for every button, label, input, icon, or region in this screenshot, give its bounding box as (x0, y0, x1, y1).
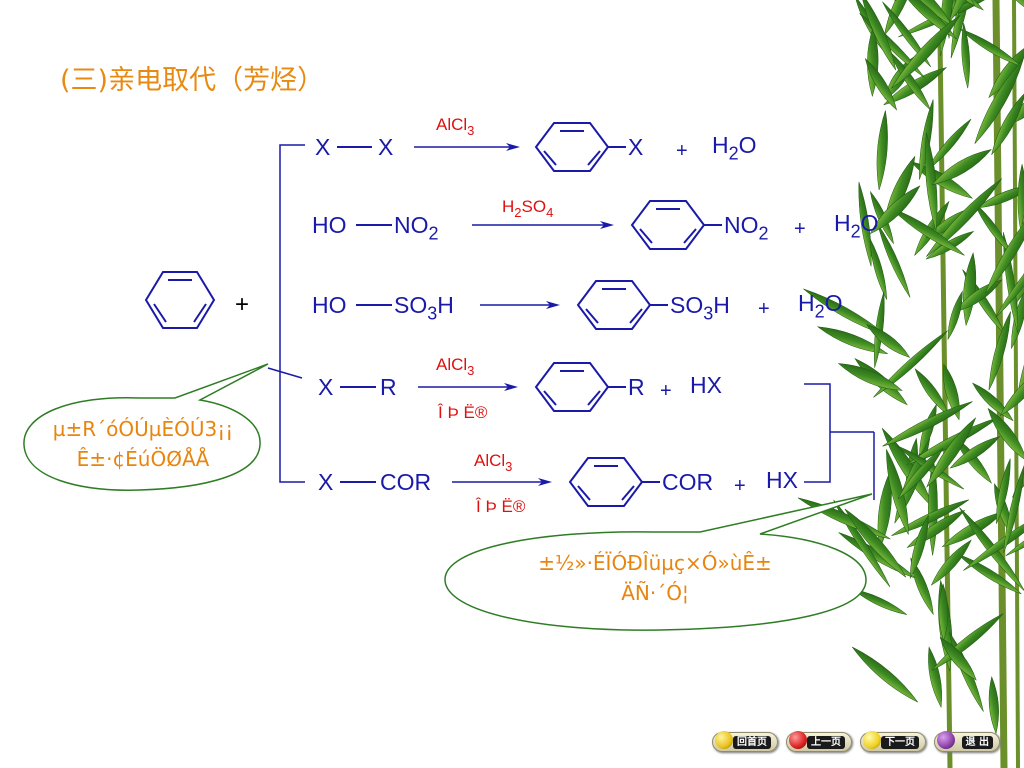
nav-home-label: 回首页 (733, 735, 771, 749)
reaction-2-reagent-right: NO2 (394, 212, 439, 243)
slide-title: (三)亲电取代（芳烃） (60, 65, 325, 96)
bubble-left-line-1: µ±R´óÓÚµÈÓÚ3¡¡ (52, 417, 234, 441)
nav-home-button[interactable]: 回首页 (712, 731, 778, 752)
reaction-5-product-substituent: COR (662, 469, 713, 495)
reaction-2-condition: H2SO4 (502, 197, 553, 220)
grape-icon (937, 731, 955, 749)
reaction-2-plus: + (794, 218, 806, 240)
apple-icon (789, 731, 807, 749)
reaction-2-product-substituent: NO2 (724, 212, 769, 243)
reaction-4-condition-bottom: Î Þ Ë® (437, 403, 488, 422)
reaction-1-byproduct: H2O (712, 132, 757, 163)
slide-nav: 回首页 上一页 下一页 退 出 (712, 731, 1000, 754)
reaction-1-reagent-left: X (315, 134, 330, 160)
reaction-bracket (279, 144, 305, 483)
reaction-3-plus: + (758, 298, 770, 320)
reaction-3-reagent-left: HO (312, 292, 347, 318)
reaction-5-byproduct: HX (766, 467, 798, 493)
reaction-2-reagent-left: HO (312, 212, 347, 238)
reaction-1-condition: AlCl3 (436, 115, 474, 138)
reaction-3-reagent-right: SO3H (394, 292, 454, 323)
reaction-4-reagent-right: R (380, 374, 397, 400)
reaction-4-reagent-left: X (318, 374, 333, 400)
nav-prev-label: 上一页 (807, 735, 845, 749)
bubble-right-line-1: ±½»·ÉÏÓÐÎüµç×Ó»ùÊ± (538, 551, 772, 575)
bubble-left-line-2: Ê±·¢ÉúÖØÅÅ (76, 447, 210, 471)
reaction-1-reagent-right: X (378, 134, 393, 160)
bubble-left-shape (23, 363, 269, 491)
plus-main: + (235, 291, 249, 318)
benzene-reactant (144, 271, 216, 329)
reaction-4-plus: + (660, 380, 672, 402)
reaction-1-product-substituent: X (628, 134, 643, 160)
reaction-4-condition: AlCl3 (436, 355, 474, 378)
nav-exit-button[interactable]: 退 出 (934, 731, 1000, 752)
reaction-4-product-substituent: R (628, 374, 645, 400)
bubble-right-shape (444, 493, 873, 631)
nav-exit-label: 退 出 (961, 735, 993, 749)
reaction-5-condition-bottom: Î Þ Ë® (475, 497, 526, 516)
reaction-5-plus: + (734, 475, 746, 497)
nav-prev-button[interactable]: 上一页 (786, 731, 852, 752)
home-ball-icon (715, 731, 733, 749)
bubble-right-text: ±½»·ÉÏÓÐÎüµç×Ó»ùÊ± ÄÑ·´Ó¦ (500, 548, 810, 608)
bubble-right-line-2: ÄÑ·´Ó¦ (621, 581, 689, 605)
reaction-5-condition: AlCl3 (474, 451, 512, 474)
reaction-5-reagent-left: X (318, 469, 333, 495)
reaction-5-reagent-right: COR (380, 469, 431, 495)
lemon-icon (863, 731, 881, 749)
reaction-2-byproduct: H2O (834, 210, 879, 241)
reaction-3-byproduct: H2O (798, 290, 843, 321)
hx-bracket (804, 383, 831, 483)
reaction-1-plus: + (676, 140, 688, 162)
nav-next-label: 下一页 (881, 735, 919, 749)
reaction-4-byproduct: HX (690, 372, 722, 398)
nav-next-button[interactable]: 下一页 (860, 731, 926, 752)
reaction-3-product-substituent: SO3H (670, 292, 730, 323)
bubble-left-text: µ±R´óÓÚµÈÓÚ3¡¡ Ê±·¢ÉúÖØÅÅ (38, 414, 248, 474)
